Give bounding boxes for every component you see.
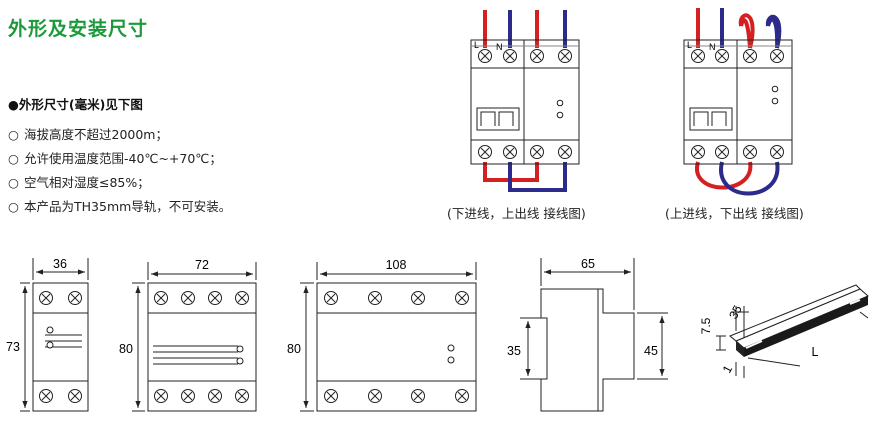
bottom-wires: [695, 161, 780, 196]
spec-text: 允许使用温度范围-40℃~+70℃；: [24, 151, 222, 166]
rail-thickness-1-label: 1: [720, 363, 736, 376]
wiring-diagram-top-in: L N: [683, 8, 793, 196]
width-72-label: 72: [195, 258, 209, 272]
wiring-diagram-bottom-in: L N: [470, 10, 580, 192]
terminal-n-label: N: [709, 42, 716, 52]
module-72mm-front-view: 72 80: [119, 258, 257, 412]
spec-humidity: ○ 空气相对湿度≤85%；: [8, 172, 150, 191]
circle-bullet-icon: ○: [8, 175, 19, 190]
spec-altitude: ○ 海拔高度不超过2000m；: [8, 124, 168, 143]
wiring-caption-bottom-in: (下进线，上出线 接线图): [447, 206, 586, 221]
breaker-body: [470, 39, 580, 165]
height-45-label: 45: [644, 344, 658, 358]
height-35-label: 35: [507, 344, 521, 358]
height-80-label: 80: [119, 342, 133, 356]
width-108-label: 108: [386, 258, 407, 272]
terminal-l-label: L: [687, 40, 692, 50]
height-73-label: 73: [6, 340, 20, 354]
top-wires: [483, 10, 567, 48]
width-36-label: 36: [53, 257, 67, 271]
module-36mm-front-view: 36 73: [6, 257, 89, 412]
din-rail-drawing: 7.5 35 1 L: [699, 284, 869, 378]
indicator-dot: [771, 85, 779, 93]
spec-rail: ○ 本产品为TH35mm导轨，不可安装。: [8, 196, 231, 215]
spec-text: 空气相对湿度≤85%；: [24, 175, 150, 190]
rail-width-35-label: 35: [726, 303, 745, 322]
indicator-dot: [556, 111, 564, 119]
spec-text: 本产品为TH35mm导轨，不可安装。: [24, 199, 232, 214]
module-side-profile: 65 35 45: [507, 257, 668, 412]
depth-65-label: 65: [581, 257, 595, 271]
circle-bullet-icon: ○: [8, 199, 19, 214]
rail-height-7-5-label: 7.5: [699, 317, 713, 334]
spec-temperature: ○ 允许使用温度范围-40℃~+70℃；: [8, 148, 222, 167]
rail-length-label: L: [812, 345, 819, 359]
indicator-dot: [771, 97, 779, 105]
circle-bullet-icon: ○: [8, 151, 19, 166]
height-80-label: 80: [287, 342, 301, 356]
bottom-wires: [483, 162, 567, 192]
terminal-n-label: N: [496, 42, 503, 52]
breaker-body: [683, 39, 793, 165]
terminal-l-label: L: [474, 40, 479, 50]
circle-bullet-icon: ○: [8, 127, 19, 142]
spec-text: 海拔高度不超过2000m；: [24, 127, 168, 142]
dimension-subheading: ●外形尺寸(毫米)见下图: [8, 97, 143, 112]
wiring-caption-top-in: (上进线，下出线 接线图): [665, 206, 804, 221]
page-title: 外形及安装尺寸: [8, 18, 149, 40]
indicator-dot: [556, 99, 564, 107]
module-108mm-front-view: 108 80: [287, 258, 477, 412]
top-wires: [696, 8, 782, 49]
